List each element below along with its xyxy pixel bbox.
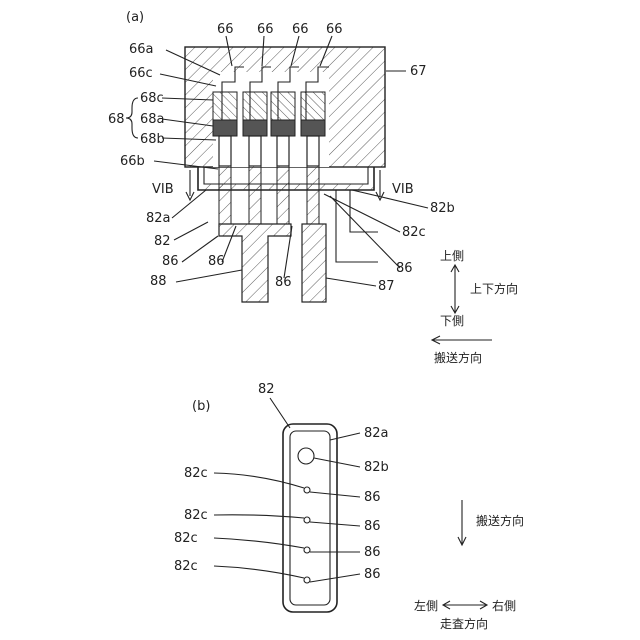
label-down-side: 下側 — [440, 314, 464, 328]
label-67: 67 — [410, 64, 427, 79]
label-88: 88 — [150, 274, 167, 289]
label-82c-4: 82c — [174, 559, 198, 574]
label-82-b: 82 — [258, 382, 275, 397]
hole-86-4 — [304, 577, 310, 583]
label-up-side: 上側 — [440, 249, 464, 263]
label-86-bottom: 86 — [275, 275, 292, 290]
label-68c: 68c — [140, 91, 164, 106]
label-scan-direction: 走査方向 — [440, 616, 488, 631]
label-82b: 82b — [430, 201, 455, 216]
label-82c-1: 82c — [184, 466, 208, 481]
label-vib-left: VIB — [152, 182, 174, 197]
label-86-b3: 86 — [364, 545, 381, 560]
label-66-2: 66 — [257, 22, 274, 37]
label-86-b1: 86 — [364, 490, 381, 505]
label-82c-3: 82c — [174, 531, 198, 546]
label-82a-b: 82a — [364, 426, 389, 441]
label-updown-direction: 上下方向 — [470, 281, 518, 296]
hole-86-2 — [304, 517, 310, 523]
cap-outer-outline — [283, 424, 337, 612]
direction-legend-b: 搬送方向 左側 右側 走査方向 — [414, 500, 524, 631]
ink-channels — [219, 166, 319, 224]
label-66-4: 66 — [326, 22, 343, 37]
label-82: 82 — [154, 234, 171, 249]
direction-legend-a: 上側 上下方向 下側 搬送方向 — [432, 249, 518, 365]
drain-pipes — [336, 190, 378, 262]
label-86-right: 86 — [396, 261, 413, 276]
drain-hole-82b — [298, 448, 314, 464]
label-82a: 82a — [146, 211, 171, 226]
label-vib-right: VIB — [392, 182, 414, 197]
label-transport-direction-a: 搬送方向 — [434, 350, 482, 365]
label-right-side: 右側 — [492, 598, 516, 613]
label-87: 87 — [378, 279, 395, 294]
label-86-b4: 86 — [364, 567, 381, 582]
hole-86-3 — [304, 547, 310, 553]
manifold-88 — [219, 224, 291, 302]
tube-87 — [302, 224, 326, 302]
label-82b-b: 82b — [364, 460, 389, 475]
label-66b: 66b — [120, 154, 145, 169]
hole-86-1 — [304, 487, 310, 493]
label-86-left: 86 — [162, 254, 179, 269]
label-66c: 66c — [129, 66, 153, 81]
label-82c: 82c — [402, 225, 426, 240]
label-68a: 68a — [140, 112, 165, 127]
label-66-1: 66 — [217, 22, 234, 37]
label-86-mid: 86 — [208, 254, 225, 269]
label-82c-2: 82c — [184, 508, 208, 523]
label-86-b2: 86 — [364, 519, 381, 534]
label-68b: 68b — [140, 132, 165, 147]
figure-b: (b) 82 82a 82b 82c 82c 82c 82c 86 86 86 — [174, 382, 524, 631]
label-left-side: 左側 — [414, 598, 438, 613]
label-transport-direction-b: 搬送方向 — [476, 513, 524, 528]
label-66a: 66a — [129, 42, 154, 57]
panel-label-b: (b) — [192, 399, 210, 414]
figure-a: (a) — [108, 10, 518, 365]
panel-label-a: (a) — [126, 10, 144, 25]
label-66-3: 66 — [292, 22, 309, 37]
label-68: 68 — [108, 112, 125, 127]
